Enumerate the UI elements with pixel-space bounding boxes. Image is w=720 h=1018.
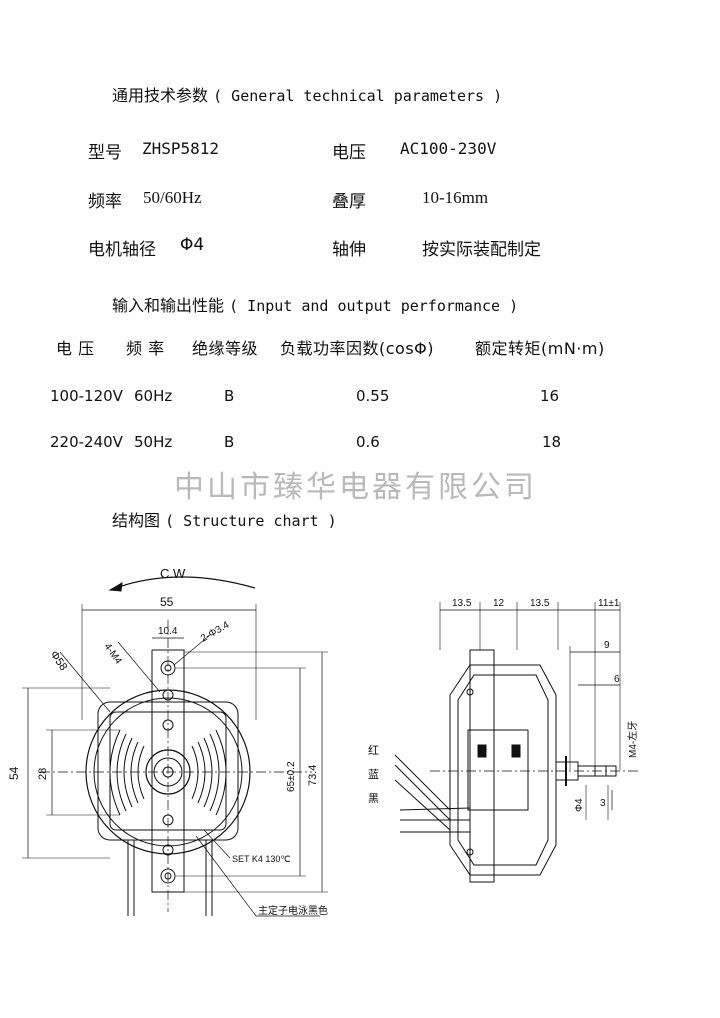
dim-54: 54 (7, 766, 21, 780)
dim-13-5-a: 13.5 (452, 598, 472, 609)
m4-label: M4-左牙 (626, 721, 639, 758)
dim-phi-4: Φ4 (574, 798, 585, 812)
table-row-1-voltage: 100-120V (50, 387, 123, 405)
freq-label: 频率 (88, 192, 122, 212)
dim-65: 65±0.2 (286, 761, 297, 792)
company-watermark: 中山市臻华电器有限公司 (174, 470, 537, 505)
stack-value: 10-16mm (422, 188, 489, 207)
dim-6: 6 (614, 674, 620, 685)
ext-label: 轴伸 (332, 240, 366, 260)
structure-heading-cn: 结构图 (112, 511, 161, 530)
dim-28: 28 (37, 768, 49, 780)
structure-drawing: C.W 55 10.4 2-Φ3.4 4-M4 Φ58 54 28 65±0.2… (7, 566, 640, 917)
dim-3: 3 (600, 798, 606, 809)
stack-label: 叠厚 (332, 192, 366, 212)
table-row-2-voltage: 220-240V (50, 433, 123, 451)
dim-73-4: 73.4 (307, 765, 319, 786)
rotation-label: C.W (160, 566, 186, 581)
dim-12: 12 (493, 598, 505, 609)
dim-10-4: 10.4 (158, 626, 178, 637)
table-row-1-insulation: B (224, 387, 235, 405)
coil-label: 主定子电泳黑色 (258, 904, 328, 917)
side-core (467, 729, 529, 811)
arrow-head-icon (108, 582, 123, 592)
table-row-2-torque: 18 (542, 433, 562, 451)
model-value: ZHSP5812 (142, 139, 220, 158)
ext-value: 按实际装配制定 (422, 240, 541, 260)
dim-55: 55 (160, 595, 174, 609)
wire-red-label: 红 (368, 744, 379, 757)
freq-value: 50/60Hz (143, 188, 202, 207)
table-row-1-torque: 16 (540, 387, 560, 405)
performance-heading: 输入和输出性能 ( Input and output performance ) (112, 292, 518, 316)
right-coil (191, 729, 227, 816)
shaft-value: Φ4 (180, 235, 205, 255)
col-insulation: 绝缘等级 (192, 339, 259, 358)
front-view (22, 576, 328, 917)
col-torque: 额定转矩(mN·m) (475, 339, 605, 358)
general-heading-cn: 通用技术参数 (112, 86, 209, 105)
dim-2-phi-3-4: 2-Φ3.4 (199, 619, 232, 644)
performance-heading-en: ( Input and output performance ) (229, 297, 519, 315)
table-row-2-insulation: B (224, 433, 235, 451)
left-coil (109, 729, 145, 816)
col-frequency: 频 率 (126, 339, 165, 358)
general-heading-en: ( General technical parameters ) (213, 87, 503, 105)
model-label: 型号 (88, 143, 122, 163)
col-voltage: 电 压 (56, 339, 95, 358)
general-heading: 通用技术参数 ( General technical parameters ) (112, 82, 502, 106)
structure-heading: 结构图 ( Structure chart ) (112, 507, 337, 531)
table-row-1-power-factor: 0.55 (356, 387, 390, 405)
structure-heading-en: ( Structure chart ) (165, 512, 337, 530)
dim-phi-58: Φ58 (48, 649, 70, 673)
set-label: SET K4 130℃ (232, 854, 290, 864)
side-body (449, 664, 557, 876)
side-bracket (469, 649, 495, 883)
dim-9: 9 (604, 640, 610, 651)
voltage-label: 电压 (332, 143, 366, 163)
dim-11: 11±1 (598, 598, 620, 609)
wire-black-label: 黑 (368, 792, 379, 805)
performance-heading-cn: 输入和输出性能 (112, 296, 225, 315)
voltage-value: AC100-230V (400, 139, 497, 158)
shaft-label: 电机轴径 (88, 240, 156, 260)
side-view (394, 602, 640, 883)
dim-13-5-b: 13.5 (530, 598, 550, 609)
table-row-1-frequency: 60Hz (134, 387, 173, 405)
wire-blue-label: 蓝 (368, 768, 379, 781)
rotation-arrow (109, 576, 256, 591)
col-power-factor: 负载功率因数(cosΦ) (280, 339, 435, 358)
table-row-2-frequency: 50Hz (134, 433, 173, 451)
table-row-2-power-factor: 0.6 (356, 433, 380, 451)
